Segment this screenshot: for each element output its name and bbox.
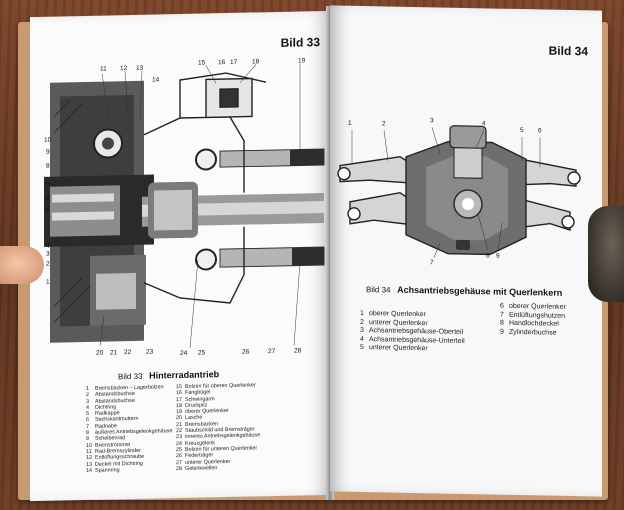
legend-item-text: Gelenkwellen <box>185 465 218 472</box>
callout-16: 16 <box>218 59 226 67</box>
callout-6: 6 <box>46 194 50 202</box>
legend-item-text: Handlochdeckel <box>509 320 559 328</box>
callout-28: 28 <box>294 347 302 355</box>
left-figure-title: Hinterradantrieb <box>149 369 220 381</box>
drive-shaft <box>142 181 324 239</box>
legend-item-number: 1 <box>360 309 364 318</box>
callout-1: 1 <box>46 278 50 286</box>
drive-housing-drawing <box>405 125 527 256</box>
callout-12: 12 <box>120 65 128 73</box>
legend-item-text: inneres Antriebsgelenkgehäuse <box>185 432 261 441</box>
legend-item-text: Achsantriebsgehäuse-Unterteil <box>369 335 465 345</box>
legend-item-number: 7 <box>500 311 504 319</box>
right-callout-3: 3 <box>430 117 434 125</box>
legend-item-number: 9 <box>500 328 504 336</box>
legend-item-number: 6 <box>500 302 504 310</box>
legend-item-text: oberer Querlenker <box>369 310 426 319</box>
callout-9: 9 <box>46 148 50 156</box>
callout-15: 15 <box>198 59 206 67</box>
legend-item-number: 28 <box>176 465 182 472</box>
legend-item-text: unterer Querlenker <box>369 318 428 327</box>
rear-wheel-drive-cutaway-drawing <box>44 63 325 348</box>
leader-lines <box>99 63 301 348</box>
legend-item-number: 2 <box>360 318 364 326</box>
callout-3: 3 <box>46 250 50 258</box>
callout-14: 14 <box>152 76 160 84</box>
hatching <box>53 100 91 323</box>
right-callout-7: 7 <box>430 259 434 267</box>
legend-item-text: Achsantriebsgehäuse-Oberteil <box>369 327 464 337</box>
legend-item-number: 14 <box>86 467 92 474</box>
right-callout-9: 9 <box>496 252 500 260</box>
right-callout-2: 2 <box>382 120 386 128</box>
left-page: Bild 33 <box>30 10 330 502</box>
callout-8: 8 <box>46 162 50 170</box>
callout-11: 11 <box>100 65 107 73</box>
legend-item-text: Zylinderbuchse <box>509 328 557 337</box>
holding-finger <box>0 246 44 284</box>
left-figure-number: Bild 33 <box>118 371 143 382</box>
right-callout-8: 8 <box>486 252 490 260</box>
right-callout-6: 6 <box>538 127 542 135</box>
final-drive-housing-drawing <box>337 125 581 258</box>
right-figure-number: Bild 34 <box>366 285 391 295</box>
callout-22: 22 <box>124 349 132 357</box>
callout-4: 4 <box>46 242 50 250</box>
callout-23: 23 <box>146 348 154 356</box>
legend-item-text: unterer Querlenker <box>369 344 428 353</box>
legend-item-text: oberer Querlenker <box>509 302 566 311</box>
callout-17: 17 <box>230 58 238 66</box>
legend-item: 9 Zylinderbuchse <box>500 328 566 338</box>
control-arms <box>195 148 325 271</box>
callout-2: 2 <box>46 260 50 268</box>
callout-19: 19 <box>298 57 306 65</box>
wheel-hub-assembly <box>44 80 154 343</box>
right-callout-5: 5 <box>520 127 524 135</box>
right-callout-4: 4 <box>482 120 486 128</box>
dark-object <box>588 206 624 302</box>
legend-item-text: oberer Querlenker <box>185 408 229 416</box>
callout-25: 25 <box>198 349 206 357</box>
callout-18: 18 <box>252 58 260 66</box>
callout-5: 5 <box>46 206 50 214</box>
left-figure-caption: Bild 33 Hinterradantrieb <box>118 369 219 381</box>
right-leader-lines <box>351 127 541 258</box>
callout-27: 27 <box>268 348 276 356</box>
callout-13: 13 <box>136 64 144 72</box>
callout-10: 10 <box>44 136 52 144</box>
right-callout-1: 1 <box>348 119 352 127</box>
legend-item-number: 8 <box>500 319 504 327</box>
right-page: Bild 34 <box>330 5 602 497</box>
callout-20: 20 <box>96 349 104 357</box>
legend-item-number: 5 <box>360 344 364 352</box>
right-legend-column-2: 6 oberer Querlenker 7 Entlüftungshutzen 8 Han… <box>500 303 566 339</box>
callout-24: 24 <box>180 349 188 357</box>
callout-21: 21 <box>110 349 118 357</box>
legend-item-number: 3 <box>360 327 364 335</box>
frame-outline <box>143 72 267 304</box>
legend-item-number: 4 <box>360 335 364 343</box>
legend-item-text: Entlüftungshutzen <box>509 311 566 320</box>
callout-7: 7 <box>46 182 50 190</box>
callout-26: 26 <box>242 348 250 356</box>
legend-item-text: Spannring <box>95 467 120 474</box>
